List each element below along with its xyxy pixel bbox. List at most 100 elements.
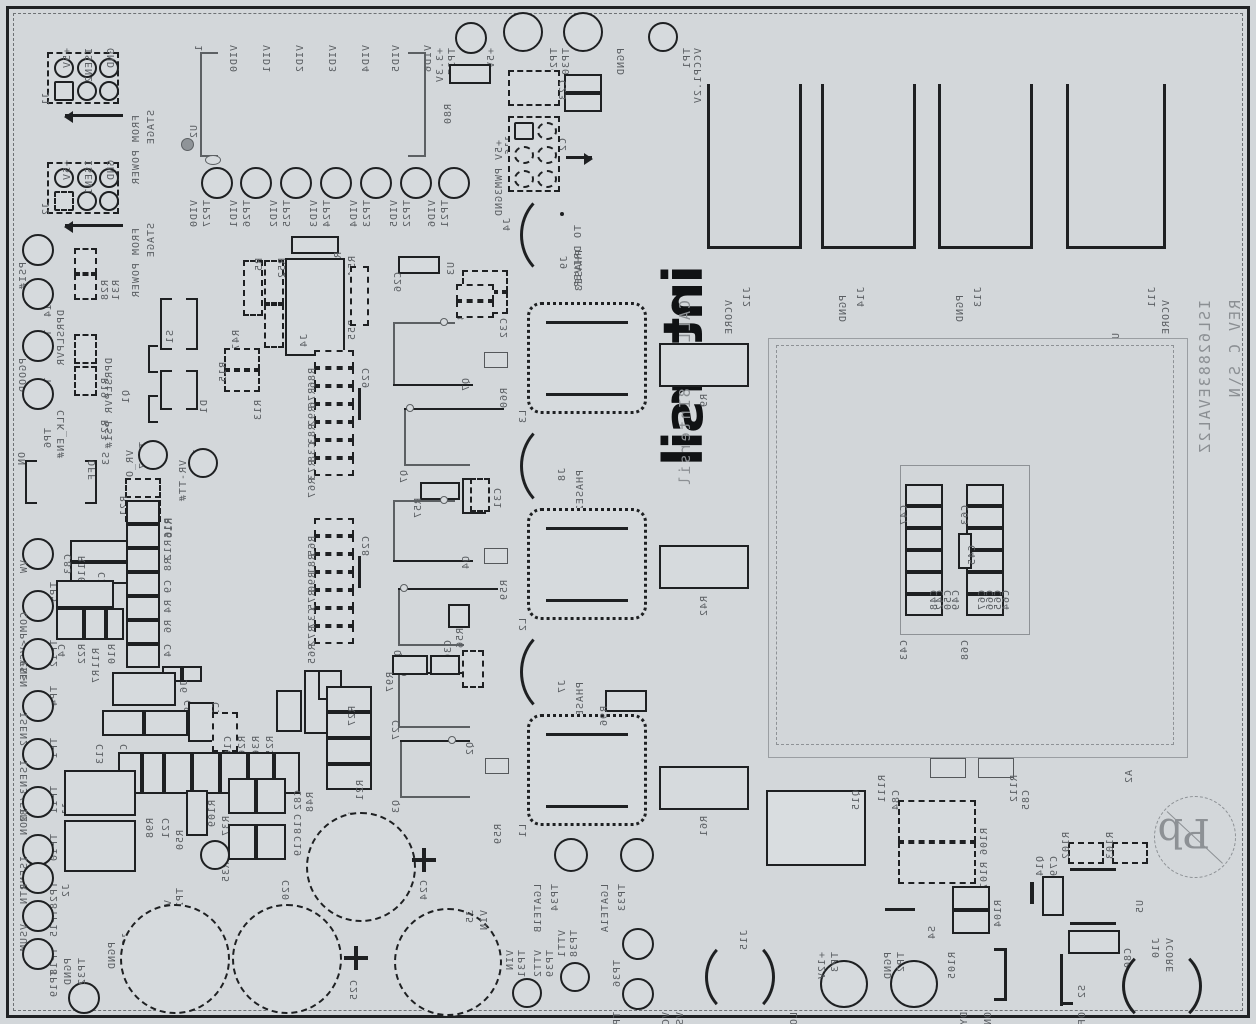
- testpoint-tp32[interactable]: [68, 982, 100, 1014]
- label-l3: L3: [518, 410, 529, 425]
- connector-j1[interactable]: [47, 52, 119, 104]
- label-r31: R31: [111, 280, 122, 302]
- testpoint-tp27[interactable]: [201, 167, 233, 199]
- label-r56: R56: [455, 628, 466, 650]
- testpoint-tp20[interactable]: [200, 840, 230, 870]
- connector-j9-arc[interactable]: [520, 190, 600, 280]
- testpoint-tp26[interactable]: [240, 167, 272, 199]
- pb-free-icon: Pb: [1154, 796, 1236, 878]
- connector-j8-arc[interactable]: [520, 420, 600, 512]
- component-r106: [898, 800, 976, 842]
- label-tp34-net: LGATE1B: [533, 884, 544, 934]
- component-j16[interactable]: [508, 70, 560, 106]
- component-j5-barrel[interactable]: [394, 908, 502, 1016]
- testpoint-tp11[interactable]: [22, 738, 54, 770]
- testpoint-tp9[interactable]: [22, 278, 54, 310]
- arrow-j2-from-power-stage: [64, 221, 123, 233]
- label-vccsense: VCCSENSE: [661, 1012, 672, 1024]
- testpoint-tp5[interactable]: [22, 538, 54, 570]
- testpoint-tp37[interactable]: [455, 22, 487, 54]
- testpoint-tp3[interactable]: [820, 960, 868, 1008]
- component-r105a: [952, 886, 990, 910]
- testpoint-tp34[interactable]: [554, 838, 588, 872]
- testpoint-tp8[interactable]: [188, 448, 218, 478]
- component-r65: [314, 518, 354, 536]
- testpoint-tp21[interactable]: [438, 167, 470, 199]
- testpoint-tp31[interactable]: [512, 978, 542, 1008]
- label-tp30-net: PGND: [616, 48, 627, 77]
- testpoint-tp38[interactable]: [560, 962, 590, 992]
- testpoint-tp18[interactable]: [22, 900, 54, 932]
- testpoint-tp24[interactable]: [320, 167, 352, 199]
- label-c64: C64: [1001, 590, 1012, 612]
- label-j13: J13: [973, 287, 984, 309]
- component-r52: [264, 260, 284, 304]
- component-c2: [564, 93, 602, 112]
- connector-j14[interactable]: [821, 84, 916, 249]
- label-vsssense: VSSSENSE: [675, 1012, 686, 1024]
- testpoint-tp25[interactable]: [280, 167, 312, 199]
- component-r90: [314, 554, 354, 572]
- label-tp19: TP19: [49, 970, 60, 999]
- connector-j15-arc[interactable]: [705, 938, 775, 1016]
- testpoint-tp17[interactable]: [138, 440, 168, 470]
- label-r50: C21: [161, 818, 172, 840]
- connector-j13[interactable]: [938, 84, 1033, 249]
- testpoint-tp1b[interactable]: [22, 690, 54, 722]
- testpoint-tp22[interactable]: [400, 167, 432, 199]
- label-u5: U5: [1135, 900, 1146, 915]
- label-r22: C4: [57, 644, 68, 659]
- connector-j2[interactable]: [47, 162, 119, 214]
- label-tp4-net: VSEN: [19, 660, 30, 689]
- connector-j12[interactable]: [707, 84, 802, 249]
- label-s2: S2: [1077, 985, 1088, 1000]
- testpoint-tp15[interactable]: [22, 862, 54, 894]
- testpoint-tp29[interactable]: [503, 12, 543, 52]
- label-c18: C18: [293, 814, 304, 836]
- testpoint-tp2[interactable]: [890, 960, 938, 1008]
- testpoint-tp35[interactable]: [622, 978, 654, 1010]
- component-s2[interactable]: [1068, 930, 1120, 954]
- component-r9: [392, 655, 428, 675]
- testpoint-tp19[interactable]: [22, 938, 54, 970]
- connector-j7-arc[interactable]: [520, 626, 600, 718]
- component-r35: [228, 778, 256, 814]
- testpoint-tp6[interactable]: [22, 378, 54, 410]
- component-c13: [144, 710, 188, 736]
- testpoint-tp1[interactable]: [648, 22, 678, 52]
- testpoint-tp14[interactable]: [22, 234, 54, 266]
- component-r86: [314, 350, 354, 368]
- testpoint-tp4[interactable]: [22, 638, 54, 670]
- testpoint-tp10[interactable]: [22, 786, 54, 818]
- label-tp1: TP1: [682, 48, 693, 70]
- label-r60: R59: [499, 580, 510, 602]
- label-q2: Q2: [465, 742, 476, 757]
- component-q14: [1042, 876, 1064, 916]
- testpoint-tp33[interactable]: [620, 838, 654, 872]
- component-u3-body: [285, 258, 345, 356]
- testpoint-tp36[interactable]: [622, 928, 654, 960]
- label-tp5-net: VW: [19, 560, 30, 575]
- component-r80: [449, 64, 491, 84]
- label-r86: R86: [307, 368, 318, 390]
- component-r15: [224, 348, 260, 370]
- connector-j10-arc[interactable]: [1122, 946, 1202, 1024]
- testpoint-tp30[interactable]: [563, 12, 603, 52]
- label-tp27-net: VID0: [189, 200, 200, 229]
- label-q14: Q14: [1035, 856, 1046, 878]
- testpoint-tp12[interactable]: [22, 590, 54, 622]
- connector-j4[interactable]: [508, 116, 560, 192]
- testpoint-tp7[interactable]: [22, 330, 54, 362]
- component-j15-body[interactable]: [766, 790, 866, 866]
- label-j14-net: PGND: [838, 295, 849, 324]
- label-tp2-net: PGND: [883, 952, 894, 981]
- label-j2-pin-isen1: ISEN1: [84, 160, 95, 196]
- connector-j11[interactable]: [1066, 84, 1166, 249]
- component-c9: [126, 572, 160, 596]
- label-c45: C45: [967, 545, 978, 567]
- component-r26: [212, 712, 238, 752]
- testpoint-tp23[interactable]: [360, 167, 392, 199]
- label-tp9-net: DPRSLPVR: [56, 310, 67, 367]
- label-tp32-net: PGND: [63, 958, 74, 987]
